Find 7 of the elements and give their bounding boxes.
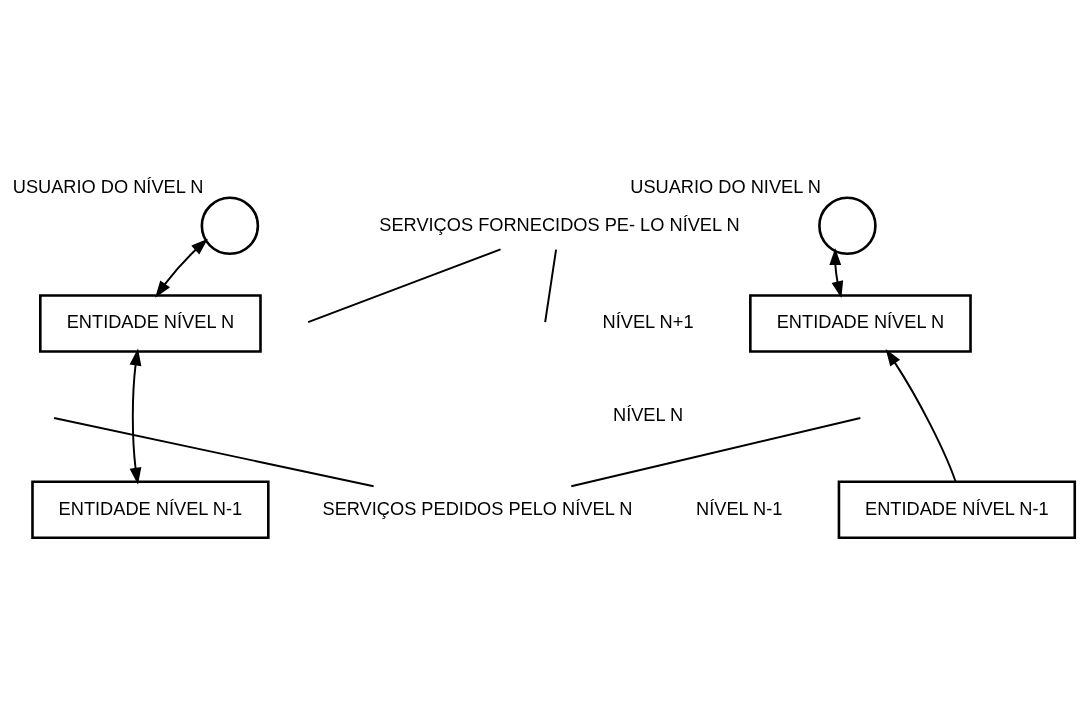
node-text: SERVIÇOS PEDIDOS PELO NÍVEL N [322, 497, 633, 519]
node-label: USUARIO DO NIVEL N [630, 175, 821, 197]
label: NÍVEL N [612, 403, 684, 425]
node-text: SERVIÇOS FORNECIDOS PE- LO NÍVEL N [379, 213, 740, 235]
node-label: USUARIO DO NÍVEL N [12, 175, 204, 197]
label: NÍVEL N+1 [602, 310, 694, 332]
label: NÍVEL N-1 [696, 497, 783, 519]
